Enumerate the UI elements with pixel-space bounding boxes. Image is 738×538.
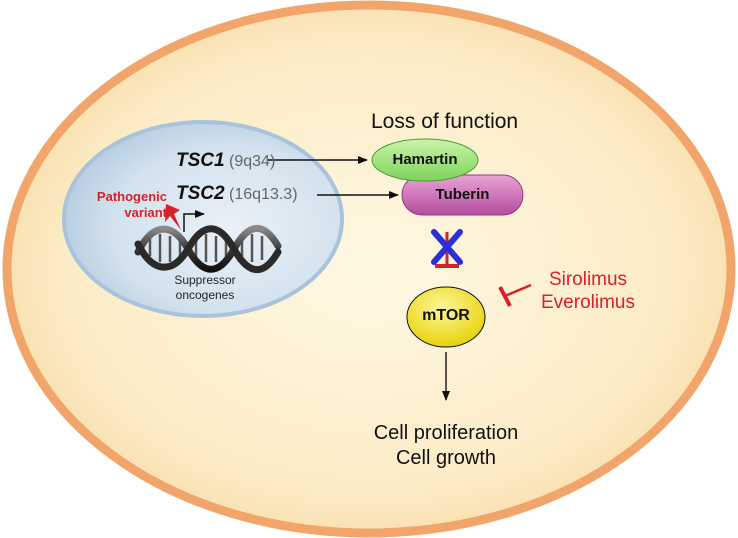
- transcription-arrow: [183, 210, 205, 232]
- suppressor-line-2: oncogenes: [175, 288, 235, 302]
- nucleus: [62, 120, 344, 318]
- tuberin-label: Tuberin: [435, 186, 490, 203]
- tsc2-gene-label: TSC2 (16q13.3): [176, 183, 298, 205]
- mtor-label: mTOR: [422, 307, 470, 324]
- variant-pointer-icon: [165, 204, 181, 230]
- drug-everolimus: Everolimus: [541, 292, 635, 313]
- drug-sirolimus: Sirolimus: [548, 269, 628, 290]
- suppressor-oncogenes-label: Suppressor oncogenes: [155, 273, 255, 303]
- hamartin-shape: [371, 138, 479, 182]
- pathogenic-variant-label: Pathogenic variant: [97, 189, 167, 221]
- tsc2-locus: (16q13.3): [229, 186, 298, 203]
- diagram-title: Loss of function: [371, 110, 519, 133]
- tsc2-symbol: TSC2: [176, 183, 225, 204]
- mtor-shape: [406, 286, 486, 348]
- suppressor-line-1: Suppressor: [174, 273, 236, 287]
- outcome-line-2: Cell growth: [395, 447, 497, 469]
- hamartin-label: Hamartin: [392, 151, 458, 168]
- tsc1-gene-label: TSC1 (9q34): [176, 150, 275, 172]
- tsc1-symbol: TSC1: [176, 150, 225, 171]
- drug-inhibition-icon: [498, 283, 532, 307]
- tsc1-locus: (9q34): [229, 153, 276, 170]
- outcome-label: Cell proliferation Cell growth: [346, 421, 546, 471]
- drugs-label: Sirolimus Everolimus: [528, 268, 648, 314]
- outcome-line-1: Cell proliferation: [373, 422, 519, 444]
- pathogenic-variant-line-2: variant: [124, 205, 167, 220]
- blocked-inhibition-icon: [431, 229, 463, 268]
- dna-helix-icon: [134, 224, 282, 274]
- pathogenic-variant-line-1: Pathogenic: [96, 189, 167, 204]
